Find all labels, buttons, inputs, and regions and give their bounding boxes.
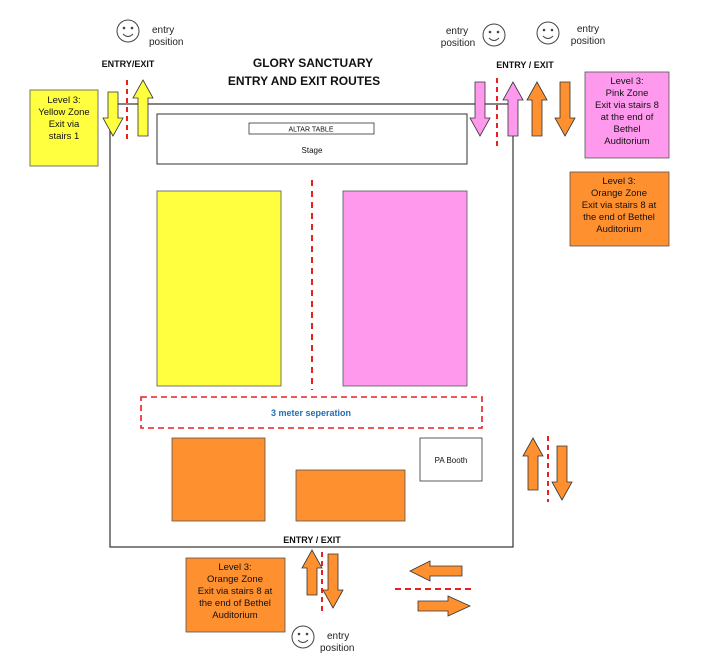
orange-entry-arrow-up-bottom xyxy=(301,549,323,596)
orange-zone-note-right xyxy=(569,171,670,247)
separation-label: 3 meter seperation xyxy=(271,408,351,418)
entry-position-4-line2: position xyxy=(320,643,354,654)
orange-bottom-note-line-3: Exit via stairs 8 at xyxy=(198,586,273,597)
entry-exit-bottom-label: ENTRY / EXIT xyxy=(283,535,341,545)
altar-table-label: ALTAR TABLE xyxy=(289,127,334,134)
orange-exit-arrow-down-right xyxy=(551,445,573,501)
orange-bottom-note-line-5: Auditorium xyxy=(212,610,257,621)
orange-arrow-right xyxy=(417,595,471,617)
title-line-2: ENTRY AND EXIT ROUTES xyxy=(228,74,380,88)
entry-position-smiley-1 xyxy=(116,19,140,43)
yellow-note-line-2: Yellow Zone xyxy=(38,107,89,118)
orange-bottom-note-line-1: Level 3: xyxy=(218,562,251,573)
pink-note-line-5: Bethel xyxy=(614,124,641,135)
pink-note-line-3: Exit via stairs 8 xyxy=(595,100,659,111)
entry-position-2-line1: entry xyxy=(446,26,468,37)
pink-note-line-6: Auditorium xyxy=(604,136,649,147)
entry-position-3-line1: entry xyxy=(577,24,599,35)
orange-bottom-note-line-2: Orange Zone xyxy=(207,574,263,585)
pa-booth xyxy=(419,437,483,482)
orange-right-note-line-1: Level 3: xyxy=(602,176,635,187)
entry-position-smiley-2 xyxy=(482,23,506,47)
pink-zone-note xyxy=(584,71,670,159)
orange-entry-arrow-up-right xyxy=(522,437,544,491)
entry-position-2-line2: position xyxy=(441,38,475,49)
altar-table xyxy=(248,122,375,135)
orange-zone-note-bottom xyxy=(185,557,286,633)
orange-exit-arrow-down-top xyxy=(554,81,576,137)
entry-position-3-line2: position xyxy=(571,36,605,47)
orange-right-note-line-5: Auditorium xyxy=(596,224,641,235)
stage-label: Stage xyxy=(302,146,323,155)
yellow-zone-note xyxy=(29,89,99,167)
pa-booth-label: PA Booth xyxy=(435,456,468,465)
title-line-1: GLORY SANCTUARY xyxy=(253,56,373,70)
yellow-exit-arrow-down xyxy=(102,91,124,137)
orange-right-note-line-2: Orange Zone xyxy=(591,188,647,199)
pink-note-line-2: Pink Zone xyxy=(606,88,649,99)
entry-position-4-line1: entry xyxy=(327,631,349,642)
pink-entry-arrow-up xyxy=(502,81,524,137)
entry-position-smiley-3 xyxy=(536,21,560,45)
orange-zone-left xyxy=(171,437,266,522)
pink-exit-arrow-down xyxy=(469,81,491,137)
entry-position-smiley-4 xyxy=(291,625,315,649)
orange-entry-arrow-up-top xyxy=(526,81,548,137)
orange-exit-arrow-down-bottom xyxy=(322,553,344,609)
orange-bottom-note-line-4: the end of Bethel xyxy=(199,598,271,609)
entry-exit-top-right-label: ENTRY / EXIT xyxy=(496,60,554,70)
yellow-entry-arrow-up xyxy=(132,79,154,137)
entry-position-1-line1: entry xyxy=(152,25,174,36)
yellow-note-line-3: Exit via xyxy=(49,119,80,130)
pink-note-line-1: Level 3: xyxy=(610,76,643,87)
yellow-note-line-1: Level 3: xyxy=(47,95,80,106)
yellow-note-line-4: stairs 1 xyxy=(49,131,80,142)
orange-arrow-left xyxy=(409,560,463,582)
entry-exit-top-left-label: ENTRY/EXIT xyxy=(102,59,155,69)
yellow-zone xyxy=(156,190,282,387)
orange-zone-right xyxy=(295,469,406,522)
hall-outline xyxy=(109,103,514,548)
orange-right-note-line-3: Exit via stairs 8 at xyxy=(582,200,657,211)
orange-right-note-line-4: the end of Bethel xyxy=(583,212,655,223)
entry-position-1-line2: position xyxy=(149,37,183,48)
stage-area xyxy=(156,113,468,165)
pink-zone xyxy=(342,190,468,387)
pink-note-line-4: at the end of xyxy=(601,112,654,123)
separation-zone xyxy=(140,396,483,429)
